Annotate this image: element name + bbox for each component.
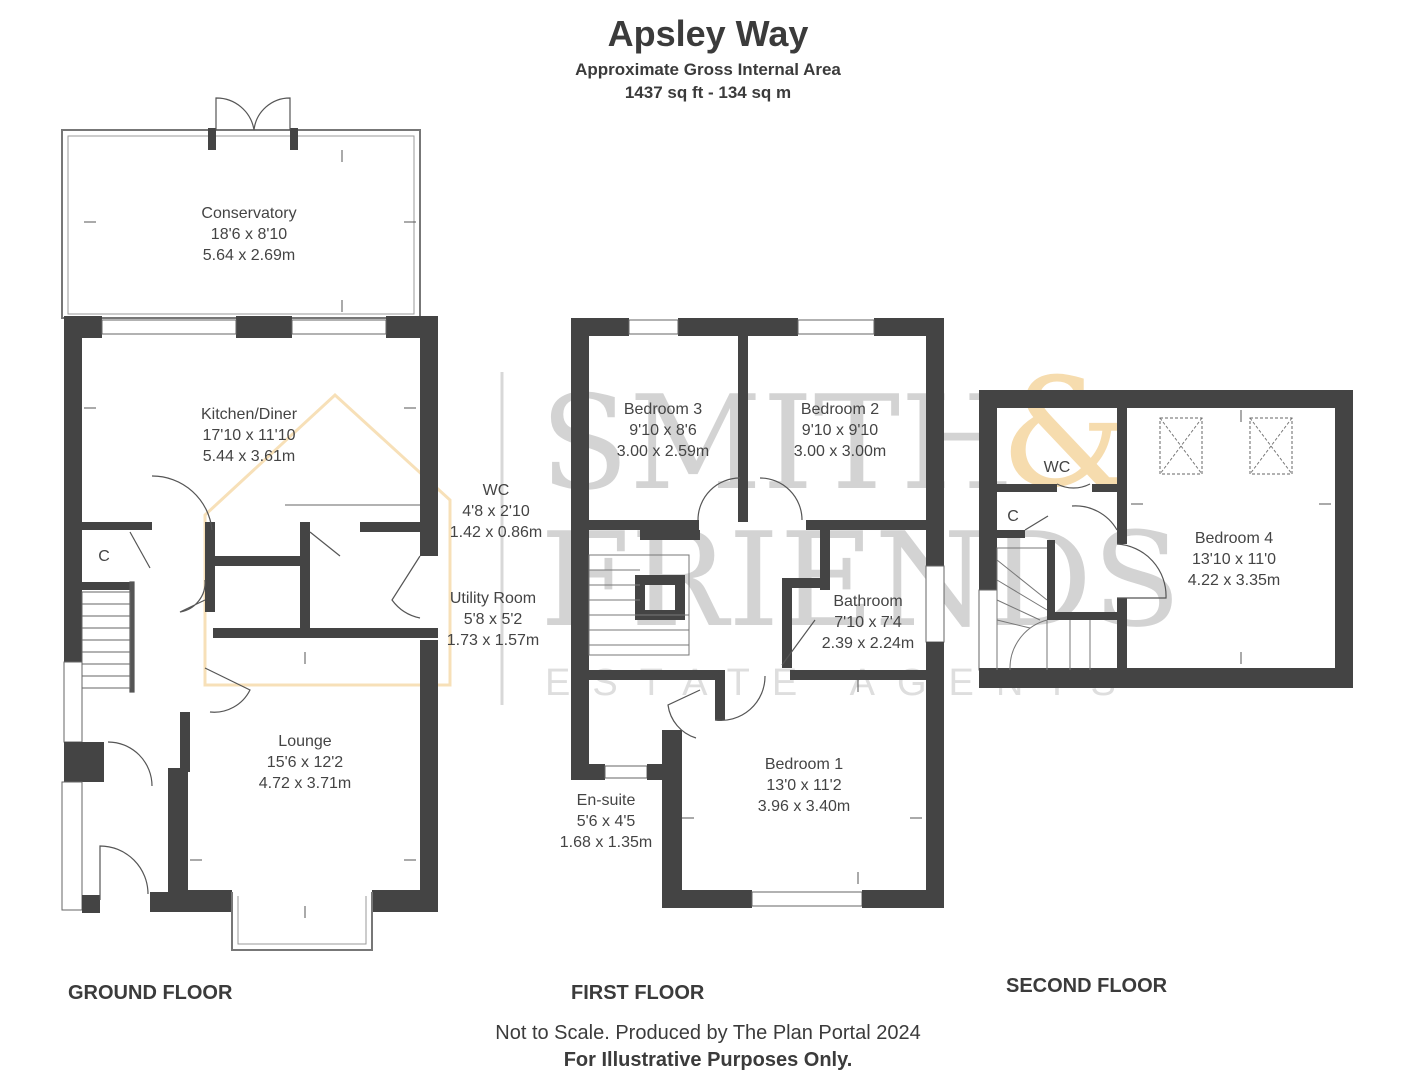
bathroom-name: Bathroom: [833, 593, 902, 610]
conservatory-metric: 5.64 x 2.69m: [203, 247, 296, 264]
bedroom3-name: Bedroom 3: [624, 401, 702, 418]
ground-cupboard-label: C: [98, 548, 110, 565]
bedroom4-metric: 4.22 x 3.35m: [1188, 572, 1281, 589]
french-door-icon: [215, 97, 255, 131]
conservatory-frame: [61, 129, 421, 319]
conservatory-name: Conservatory: [201, 205, 296, 222]
bedroom2-metric: 3.00 x 3.00m: [794, 443, 887, 460]
kitchen-metric: 5.44 x 3.61m: [203, 448, 296, 465]
conservatory-imperial: 18'6 x 8'10: [211, 226, 287, 243]
kitchen-name: Kitchen/Diner: [201, 406, 298, 423]
second-floor-label: SECOND FLOOR: [1006, 975, 1168, 997]
bedroom4-imperial: 13'10 x 11'0: [1192, 551, 1276, 568]
first-floor-plan: Bedroom 3 9'10 x 8'6 3.00 x 2.59m Bedroo…: [560, 318, 945, 1004]
bedroom1-name: Bedroom 1: [765, 756, 843, 773]
second-floor-plan: WC C Bedroom 4 13'10 x 11'0 4.22 x 3.35m…: [978, 390, 1353, 997]
kitchen-imperial: 17'10 x 11'10: [203, 427, 296, 444]
bedroom3-metric: 3.00 x 2.59m: [617, 443, 710, 460]
lounge-name: Lounge: [278, 733, 331, 750]
first-floor-label: FIRST FLOOR: [571, 982, 705, 1004]
plan-subtitle: Approximate Gross Internal Area: [575, 60, 841, 79]
bedroom4-name: Bedroom 4: [1195, 530, 1273, 547]
ground-floor-label: GROUND FLOOR: [68, 982, 233, 1004]
second-wc-name: WC: [1044, 459, 1071, 476]
skylight-icon: [1159, 417, 1293, 475]
utility-imperial: 5'8 x 5'2: [464, 611, 523, 628]
lounge-imperial: 15'6 x 12'2: [267, 754, 343, 771]
utility-name: Utility Room: [450, 590, 536, 607]
bedroom1-metric: 3.96 x 3.40m: [758, 798, 851, 815]
ground-stairs-icon: [81, 591, 131, 689]
plan-title: Apsley Way: [608, 13, 809, 54]
utility-metric: 1.73 x 1.57m: [447, 632, 540, 649]
ground-wc-name: WC: [483, 482, 510, 499]
dimension-markers: [84, 150, 1331, 918]
bedroom1-imperial: 13'0 x 11'2: [766, 777, 841, 794]
bathroom-imperial: 7'10 x 7'4: [834, 614, 902, 631]
bathroom-metric: 2.39 x 2.24m: [822, 635, 915, 652]
ground-wc-imperial: 4'8 x 2'10: [462, 503, 530, 520]
bedroom2-name: Bedroom 2: [801, 401, 879, 418]
first-stairs-icon: [588, 554, 690, 656]
ensuite-name: En-suite: [577, 792, 636, 809]
watermark-ampersand: &: [1000, 347, 1134, 521]
ensuite-metric: 1.68 x 1.35m: [560, 834, 653, 851]
ground-wc-metric: 1.42 x 0.86m: [450, 524, 543, 541]
footer-disclaimer: Not to Scale. Produced by The Plan Porta…: [495, 1022, 920, 1044]
ground-floor-plan: Conservatory 18'6 x 8'10 5.64 x 2.69m Ki…: [61, 97, 543, 1004]
footer-illustrative: For Illustrative Purposes Only.: [564, 1049, 853, 1071]
lounge-metric: 4.72 x 3.71m: [259, 775, 352, 792]
house-logo-icon: [203, 392, 452, 687]
bedroom3-imperial: 9'10 x 8'6: [629, 422, 697, 439]
second-stairs-icon: [996, 547, 1091, 671]
second-cupboard-label: C: [1007, 508, 1019, 525]
ensuite-imperial: 5'6 x 4'5: [577, 813, 636, 830]
bedroom2-imperial: 9'10 x 9'10: [802, 422, 878, 439]
plan-area: 1437 sq ft - 134 sq m: [625, 83, 791, 102]
